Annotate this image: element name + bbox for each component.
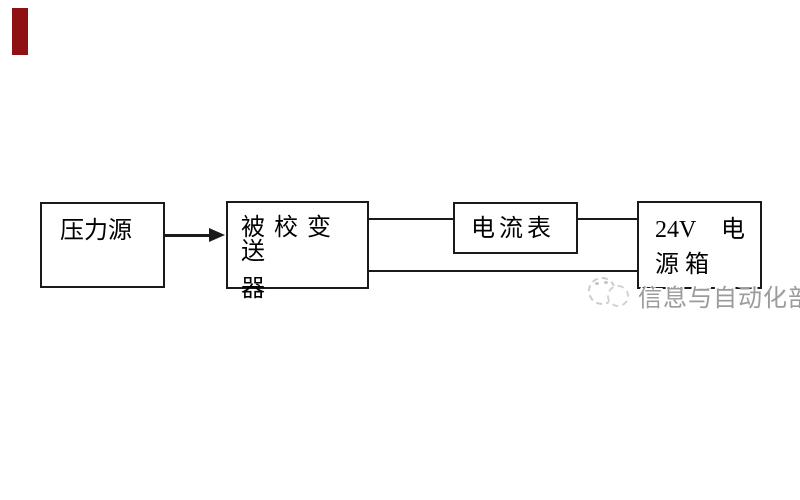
- power-box-label-line1: 24V 电: [655, 218, 745, 242]
- arrowhead-icon: [209, 228, 225, 242]
- ammeter-label: 电流表: [471, 216, 555, 242]
- red-accent-bar: [12, 8, 28, 55]
- logo-circle-small: [607, 285, 629, 307]
- logo-dot-right: [604, 281, 608, 284]
- transmitter-label-line2: 器: [241, 276, 265, 302]
- connector-pressure-to-transmitter: [165, 234, 212, 237]
- power-box-label-line2: 源箱: [655, 252, 715, 278]
- transmitter-label-line1: 被校变送: [241, 215, 340, 265]
- node-24v-power-box: 24V 电 源箱: [637, 201, 762, 289]
- connector-transmitter-to-ammeter: [369, 218, 453, 220]
- power-box-char: 电: [721, 217, 745, 243]
- power-box-voltage: 24V: [655, 217, 697, 243]
- watermark-text: 信息与自动化部: [638, 286, 800, 312]
- node-ammeter: 电流表: [453, 202, 578, 254]
- watermark: 信息与自动化部: [586, 274, 800, 313]
- watermark-circles-logo-icon: [586, 274, 638, 307]
- logo-dot-left: [595, 282, 599, 285]
- node-transmitter-under-calibration: 被校变送 器: [226, 201, 369, 301]
- connector-ammeter-to-power-box: [578, 218, 637, 220]
- node-pressure-source: 压力源: [40, 202, 165, 288]
- connector-transmitter-to-power-box-return: [369, 270, 637, 272]
- pressure-source-label: 压力源: [60, 218, 132, 244]
